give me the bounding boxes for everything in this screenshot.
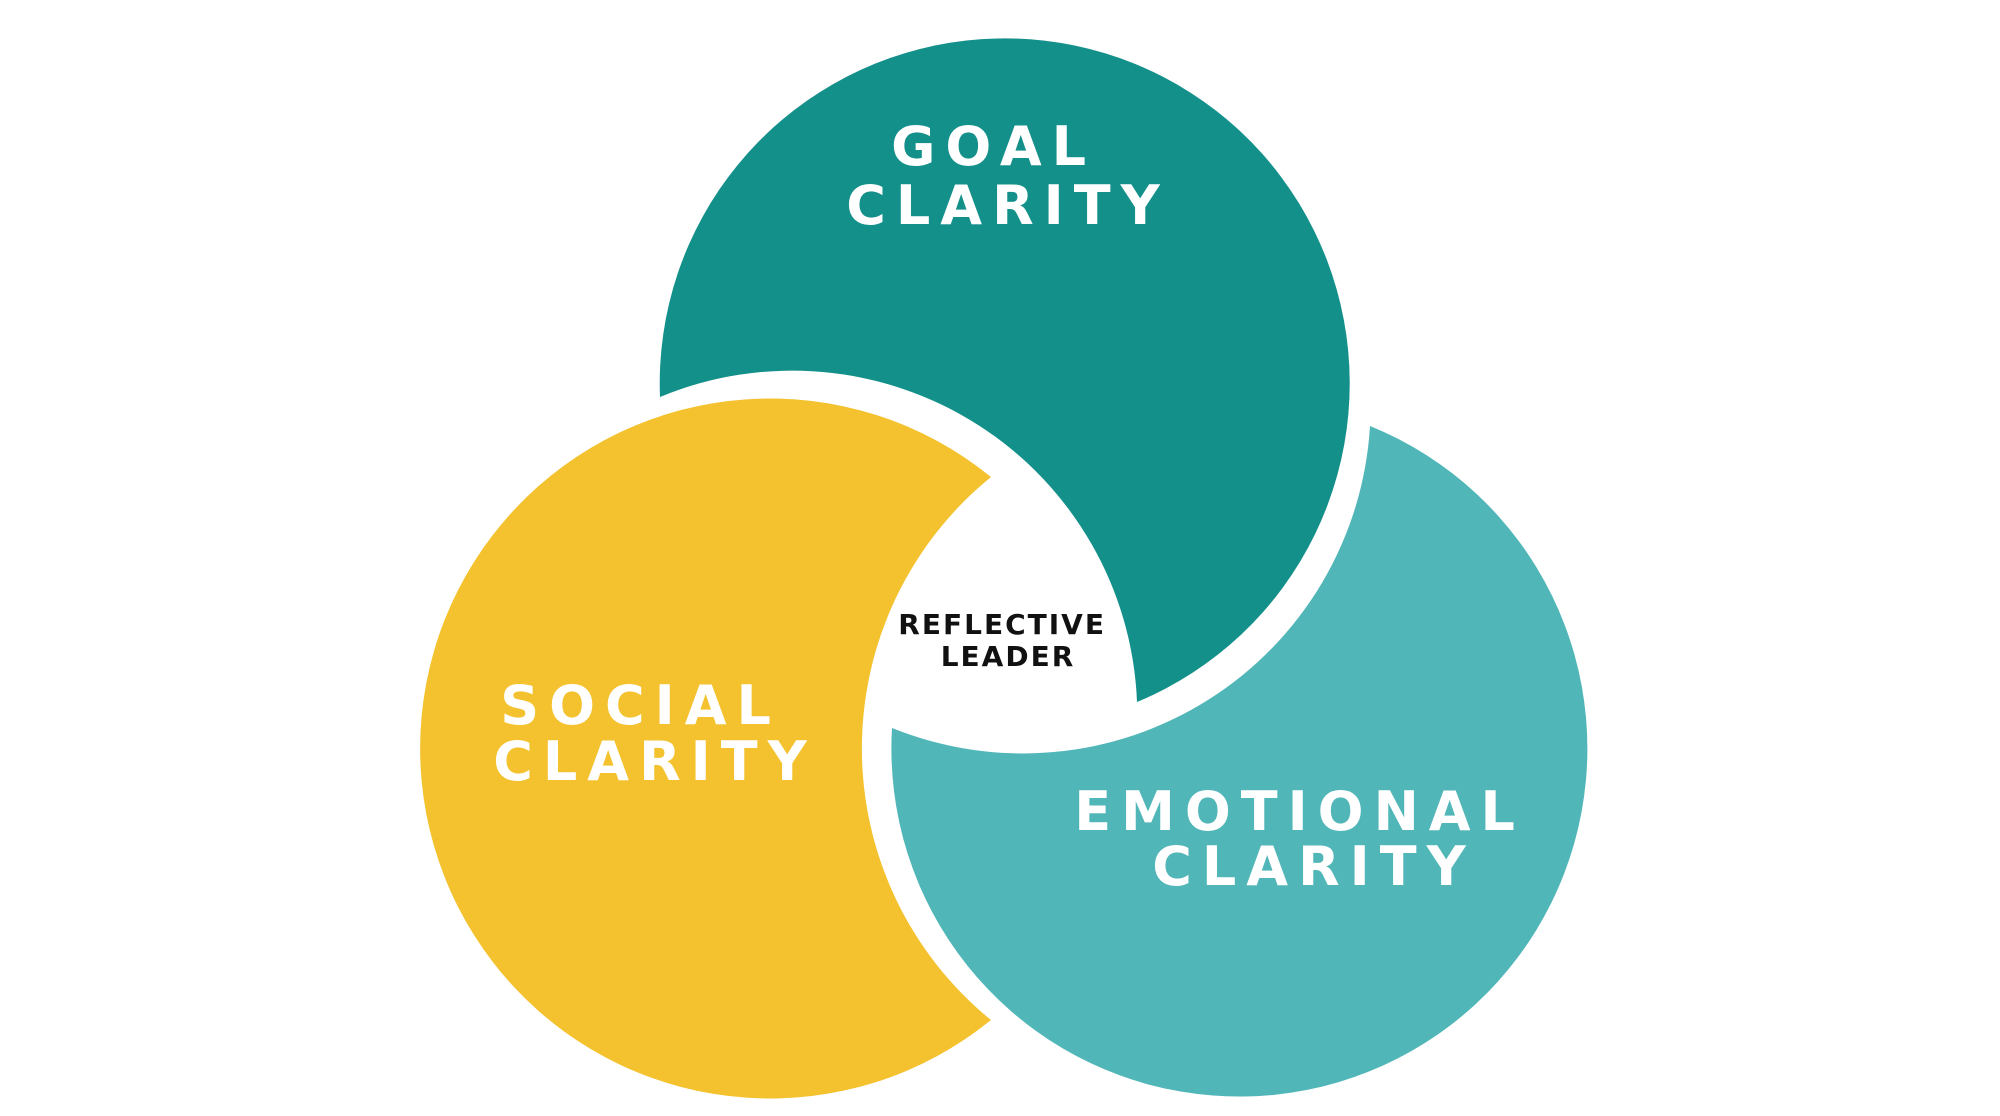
emotional-clarity-circle [891, 426, 1588, 1097]
reflective-leader-label: REFLECTIVE LEADER [898, 608, 1117, 673]
social-clarity-label: SOCIAL CLARITY [493, 674, 816, 793]
emotional-clarity-label: EMOTIONAL CLARITY [1074, 780, 1554, 898]
social-clarity-circle [420, 398, 991, 1099]
goal-clarity-label: GOAL CLARITY [846, 115, 1169, 237]
goal-clarity-circle [659, 38, 1350, 702]
